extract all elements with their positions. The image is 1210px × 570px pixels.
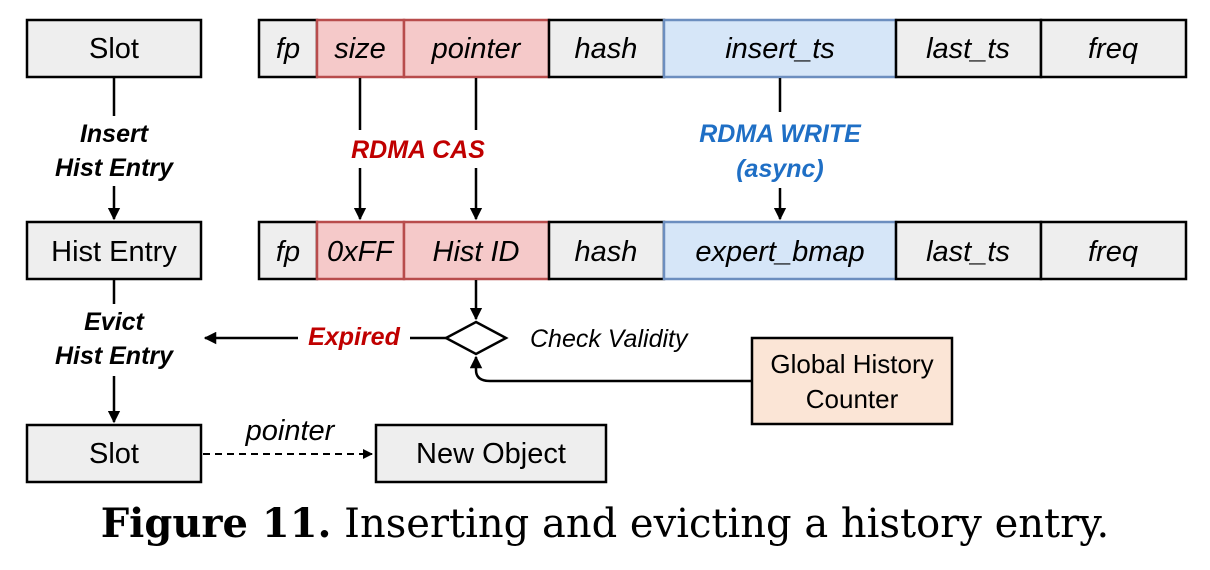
bottom-field-fp: fp	[276, 236, 300, 268]
expired-label: Expired	[308, 323, 400, 351]
pointer-label: pointer	[245, 415, 336, 447]
write-label-bg	[680, 112, 880, 188]
top-field-pointer: pointer	[431, 33, 522, 65]
figure-label: Figure 11.	[100, 500, 332, 547]
counter-label-line1: Global History	[770, 349, 933, 379]
hist-entry-label: Hist Entry	[51, 236, 177, 268]
history-entry-diagram: Slot Hist Entry Slot New Object Insert H…	[25, 18, 1188, 484]
bottom-field-last-ts: last_ts	[926, 236, 1010, 268]
slot-top-box: Slot	[25, 18, 203, 79]
hist-entry-box: Hist Entry	[25, 220, 203, 281]
bottom-field-freq-cell	[1039, 220, 1188, 281]
new-object-label: New Object	[416, 438, 566, 470]
rdma-write-label-line2: (async)	[736, 155, 824, 183]
counter-to-check-arrow	[469, 355, 752, 383]
slot-top-label: Slot	[89, 33, 139, 65]
top-field-last-ts-cell	[894, 18, 1043, 79]
bottom-field-0xff: 0xFF	[327, 236, 395, 268]
evict-label-line2: Hist Entry	[55, 342, 174, 370]
bottom-field-hash: hash	[575, 236, 638, 268]
bottom-field-hist-id-cell	[402, 220, 551, 281]
new-object-box: New Object	[374, 423, 608, 484]
bottom-field-expert-bmap-cell	[662, 220, 898, 281]
check-validity-diamond	[443, 320, 509, 356]
figure-caption-text: Inserting and evicting a history entry.	[331, 501, 1110, 547]
top-field-pointer-cell	[402, 18, 551, 79]
top-field-hash: hash	[575, 33, 638, 65]
top-entry-row: fp size pointer hash insert_ts last_ts f…	[257, 18, 1188, 79]
top-field-hash-cell	[547, 18, 666, 79]
insert-label-line2: Hist Entry	[55, 154, 174, 182]
top-field-size-cell	[315, 18, 406, 79]
bottom-field-freq: freq	[1088, 236, 1138, 268]
top-field-freq-cell	[1039, 18, 1188, 79]
figure-caption: Figure 11. Inserting and evicting a hist…	[0, 500, 1210, 547]
expired-label-bg	[298, 318, 410, 352]
slot-bottom-box: Slot	[25, 423, 203, 484]
top-field-fp: fp	[276, 33, 300, 65]
insert-label-line1: Insert	[80, 120, 150, 148]
top-field-insert-ts: insert_ts	[725, 33, 835, 65]
bottom-field-hist-id: Hist ID	[433, 236, 520, 268]
top-field-freq: freq	[1088, 33, 1138, 65]
top-field-size: size	[334, 33, 386, 65]
bottom-field-fp-cell	[257, 220, 319, 281]
counter-label-line2: Counter	[806, 384, 899, 414]
slot-bottom-label: Slot	[89, 438, 139, 470]
global-history-counter-box: Global History Counter	[750, 336, 954, 426]
bottom-field-last-ts-cell	[894, 220, 1043, 281]
insert-label-bg	[40, 116, 190, 186]
rdma-cas-label: RDMA CAS	[351, 136, 485, 164]
bottom-entry-row: fp 0xFF Hist ID hash expert_bmap last_ts…	[257, 220, 1188, 281]
bottom-field-hash-cell	[547, 220, 666, 281]
bottom-field-expert-bmap: expert_bmap	[695, 236, 864, 268]
cas-label-bg	[330, 130, 500, 168]
check-validity-label: Check Validity	[530, 325, 689, 353]
rdma-write-label-line1: RDMA WRITE	[699, 120, 862, 148]
top-field-last-ts: last_ts	[926, 33, 1010, 65]
evict-label-line1: Evict	[84, 308, 145, 336]
top-field-fp-cell	[257, 18, 319, 79]
evict-label-bg	[40, 304, 190, 376]
